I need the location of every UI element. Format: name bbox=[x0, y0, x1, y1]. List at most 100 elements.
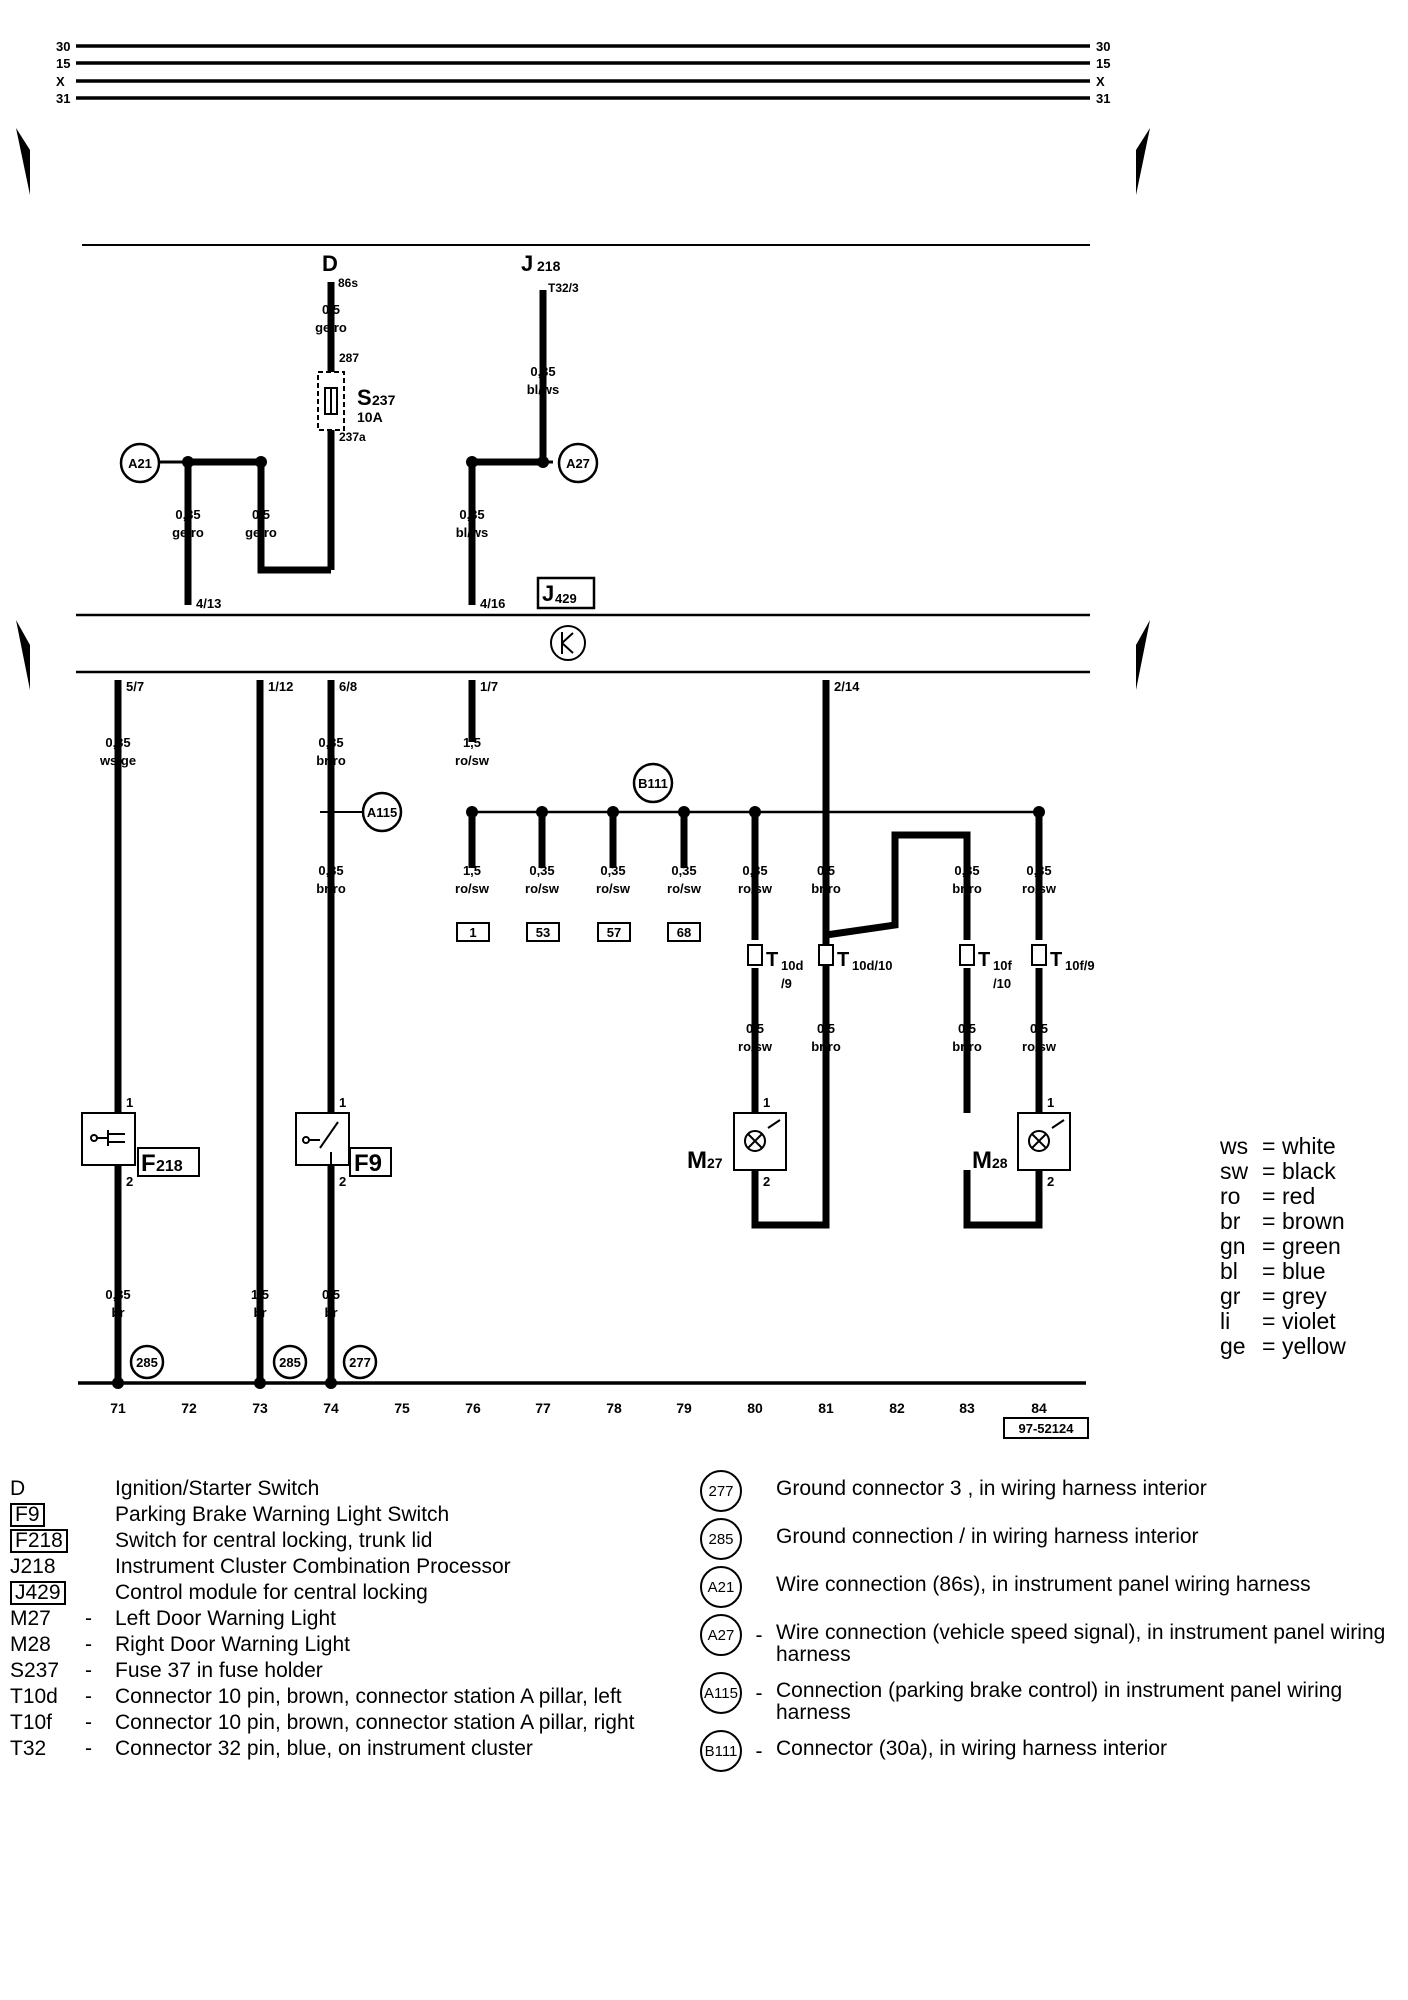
node-a115: A115 bbox=[367, 805, 397, 820]
svg-text:1: 1 bbox=[1047, 1095, 1054, 1110]
svg-text:1/12: 1/12 bbox=[268, 679, 293, 694]
svg-text:27: 27 bbox=[707, 1155, 723, 1171]
left-arrow-top[interactable] bbox=[16, 128, 30, 195]
rail-label: 15 bbox=[56, 56, 70, 71]
connector-t10d9 bbox=[747, 944, 763, 966]
svg-text:10d: 10d bbox=[781, 958, 803, 973]
svg-text:218: 218 bbox=[537, 258, 561, 274]
switch-f218 bbox=[81, 1112, 136, 1166]
color-key-row: sw=black bbox=[1220, 1158, 1336, 1184]
connector-label-t10f9: T bbox=[1050, 949, 1062, 971]
svg-text:0,35: 0,35 bbox=[671, 863, 696, 878]
svg-text:ro/sw: ro/sw bbox=[525, 881, 560, 896]
connector-t10d10 bbox=[818, 944, 834, 966]
svg-text:0,5: 0,5 bbox=[252, 507, 270, 522]
node-a27: A27 bbox=[566, 456, 590, 471]
svg-text:10f/9: 10f/9 bbox=[1065, 958, 1095, 973]
rail-label: 15 bbox=[1096, 56, 1110, 71]
svg-text:0,5: 0,5 bbox=[817, 1021, 835, 1036]
svg-text:0,35: 0,35 bbox=[530, 364, 555, 379]
svg-text:ws/ge: ws/ge bbox=[99, 753, 136, 768]
svg-text:br/ro: br/ro bbox=[811, 881, 841, 896]
svg-text:10d/10: 10d/10 bbox=[852, 958, 892, 973]
legend-row: T32-Connector 32 pin, blue, on instrumen… bbox=[10, 1737, 533, 1760]
legend-row: M27-Left Door Warning Light bbox=[10, 1607, 337, 1630]
svg-text:10f: 10f bbox=[993, 958, 1012, 973]
svg-text:53: 53 bbox=[536, 925, 550, 940]
legend-row: A115-Connection (parking brake control) … bbox=[700, 1672, 1400, 1724]
svg-text:1,5: 1,5 bbox=[463, 863, 481, 878]
svg-text:83: 83 bbox=[959, 1400, 975, 1416]
svg-text:28: 28 bbox=[992, 1155, 1008, 1171]
connector-box-57 bbox=[597, 922, 631, 942]
svg-text:br: br bbox=[325, 1305, 338, 1320]
color-key-row: ge=yellow bbox=[1220, 1333, 1346, 1359]
column-numbers: 71 72 73 74 75 76 77 78 79 80 81 82 83 8… bbox=[110, 1400, 1047, 1416]
component-m27: M bbox=[687, 1147, 707, 1174]
rail-label: 30 bbox=[56, 39, 70, 54]
component-j218: J bbox=[521, 251, 533, 276]
right-arrow-top[interactable] bbox=[1136, 128, 1150, 195]
rail-label: 30 bbox=[1096, 39, 1110, 54]
rail-label: X bbox=[1096, 74, 1105, 89]
svg-text:4/13: 4/13 bbox=[196, 596, 221, 611]
svg-text:ro/sw: ro/sw bbox=[455, 881, 490, 896]
svg-text:84: 84 bbox=[1031, 1400, 1047, 1416]
svg-text:0,35: 0,35 bbox=[105, 735, 130, 750]
svg-text:57: 57 bbox=[607, 925, 621, 940]
legend-row: A27-Wire connection (vehicle speed signa… bbox=[700, 1614, 1400, 1666]
svg-text:ro/sw: ro/sw bbox=[738, 881, 773, 896]
rail-label: X bbox=[56, 74, 65, 89]
svg-text:1/7: 1/7 bbox=[480, 679, 498, 694]
svg-text:2: 2 bbox=[763, 1174, 770, 1189]
right-arrow-mid[interactable] bbox=[1136, 620, 1150, 690]
svg-text:79: 79 bbox=[676, 1400, 692, 1416]
svg-text:2: 2 bbox=[126, 1174, 133, 1189]
color-key-row: li=violet bbox=[1220, 1308, 1336, 1334]
central-locking-symbol bbox=[550, 625, 586, 661]
component-s237: S bbox=[357, 385, 372, 410]
svg-text:0,35: 0,35 bbox=[105, 1287, 130, 1302]
diagram-id-box bbox=[1003, 1417, 1089, 1439]
svg-text:/9: /9 bbox=[781, 976, 792, 991]
svg-text:1: 1 bbox=[126, 1095, 133, 1110]
svg-text:br: br bbox=[254, 1305, 267, 1320]
svg-text:T32/3: T32/3 bbox=[548, 281, 579, 295]
svg-text:bl/ws: bl/ws bbox=[527, 382, 560, 397]
svg-text:77: 77 bbox=[535, 1400, 551, 1416]
svg-text:86s: 86s bbox=[338, 276, 358, 290]
svg-text:80: 80 bbox=[747, 1400, 763, 1416]
svg-text:0,35: 0,35 bbox=[529, 863, 554, 878]
legend-row: M28-Right Door Warning Light bbox=[10, 1633, 350, 1656]
svg-text:2/14: 2/14 bbox=[834, 679, 860, 694]
svg-text:2: 2 bbox=[1047, 1174, 1054, 1189]
left-arrow-mid[interactable] bbox=[16, 620, 30, 690]
j429-box bbox=[536, 576, 596, 610]
lamp-m28 bbox=[1017, 1112, 1071, 1171]
svg-text:1: 1 bbox=[763, 1095, 770, 1110]
ground-285: 285 bbox=[279, 1355, 301, 1370]
svg-text:1: 1 bbox=[339, 1095, 346, 1110]
color-key: ws=white sw=black ro=red br=brown gn=gre… bbox=[1220, 1134, 1346, 1359]
svg-text:1,5: 1,5 bbox=[463, 735, 481, 750]
svg-text:ge/ro: ge/ro bbox=[315, 320, 347, 335]
svg-text:71: 71 bbox=[110, 1400, 126, 1416]
switch-f9 bbox=[295, 1112, 350, 1166]
ground-277: 277 bbox=[349, 1355, 371, 1370]
power-rails bbox=[76, 44, 1090, 100]
svg-text:0,5: 0,5 bbox=[322, 302, 340, 317]
svg-text:ro/sw: ro/sw bbox=[596, 881, 631, 896]
svg-text:1: 1 bbox=[469, 925, 476, 940]
svg-text:76: 76 bbox=[465, 1400, 481, 1416]
svg-text:429: 429 bbox=[555, 591, 577, 606]
connector-t10f9 bbox=[1031, 944, 1047, 966]
svg-text:0,5: 0,5 bbox=[817, 863, 835, 878]
svg-text:br/ro: br/ro bbox=[316, 753, 346, 768]
svg-text:4/16: 4/16 bbox=[480, 596, 505, 611]
color-key-row: br=brown bbox=[1220, 1208, 1345, 1234]
svg-text:br/ro: br/ro bbox=[952, 881, 982, 896]
svg-text:1,5: 1,5 bbox=[251, 1287, 269, 1302]
